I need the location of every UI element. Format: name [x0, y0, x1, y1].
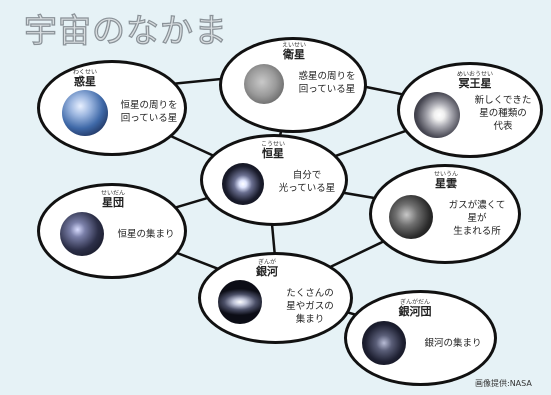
desc-meiousei: 新しくできた 星の種類の 代表	[474, 95, 532, 132]
desc-eisei: 惑星の周りを 回っている星	[298, 71, 356, 95]
node-meiousei: めいおうせい 冥王星 新しくできた 星の種類の 代表	[397, 62, 543, 158]
earth-image	[62, 90, 108, 136]
pluto-image	[414, 92, 460, 138]
node-seidan: せいだん 星団 恒星の集まり	[37, 183, 187, 279]
node-wakusei: わくせい 惑星 恒星の周りを 回っている星	[37, 60, 187, 156]
label-eisei: 衛星	[283, 48, 305, 61]
label-wakusei: 惑星	[74, 75, 96, 88]
desc-kousei: 自分で 光っている星	[278, 170, 336, 194]
label-seidan: 星団	[102, 196, 124, 209]
label-seiun: 星雲	[435, 177, 457, 190]
ruby-gingadan: ぎんがだん	[399, 299, 431, 306]
page-title: 宇宙のなかま	[23, 10, 228, 50]
ruby-wakusei: わくせい	[72, 69, 98, 76]
ruby-seidan: せいだん	[100, 190, 126, 197]
label-ginga: 銀河	[256, 265, 278, 278]
desc-wakusei: 恒星の周りを 回っている星	[120, 100, 178, 124]
desc-ginga: たくさんの 星やガスの 集まり	[286, 288, 334, 325]
node-ginga: ぎんが 銀河 たくさんの 星やガスの 集まり	[198, 252, 353, 344]
moon-image	[244, 64, 284, 104]
ruby-meiousei: めいおうせい	[456, 71, 494, 78]
star-image	[222, 163, 264, 205]
cluster-image	[60, 212, 104, 256]
desc-seiun: ガスが濃くて 星が 生まれる所	[448, 200, 506, 237]
node-kousei: こうせい 恒星 自分で 光っている星	[200, 134, 348, 226]
node-gingadan: ぎんがだん 銀河団 銀河の集まり	[344, 290, 497, 386]
label-meiousei: 冥王星	[458, 77, 492, 90]
label-kousei: 恒星	[262, 147, 284, 160]
label-gingadan: 銀河団	[398, 305, 432, 318]
ruby-kousei: こうせい	[260, 141, 286, 148]
nebula-image	[389, 195, 433, 239]
ruby-ginga: ぎんが	[257, 259, 277, 266]
image-credit: 画像提供:NASA	[475, 379, 532, 388]
desc-seidan: 恒星の集まり	[117, 229, 175, 240]
ruby-eisei: えいせい	[281, 42, 307, 49]
node-seiun: せいうん 星雲 ガスが濃くて 星が 生まれる所	[369, 164, 521, 264]
galaxy-image	[218, 280, 262, 324]
ruby-seiun: せいうん	[433, 171, 459, 178]
node-eisei: えいせい 衛星 惑星の周りを 回っている星	[219, 37, 367, 133]
galaxy-cluster-image	[362, 321, 406, 365]
desc-gingadan: 銀河の集まり	[424, 338, 482, 349]
